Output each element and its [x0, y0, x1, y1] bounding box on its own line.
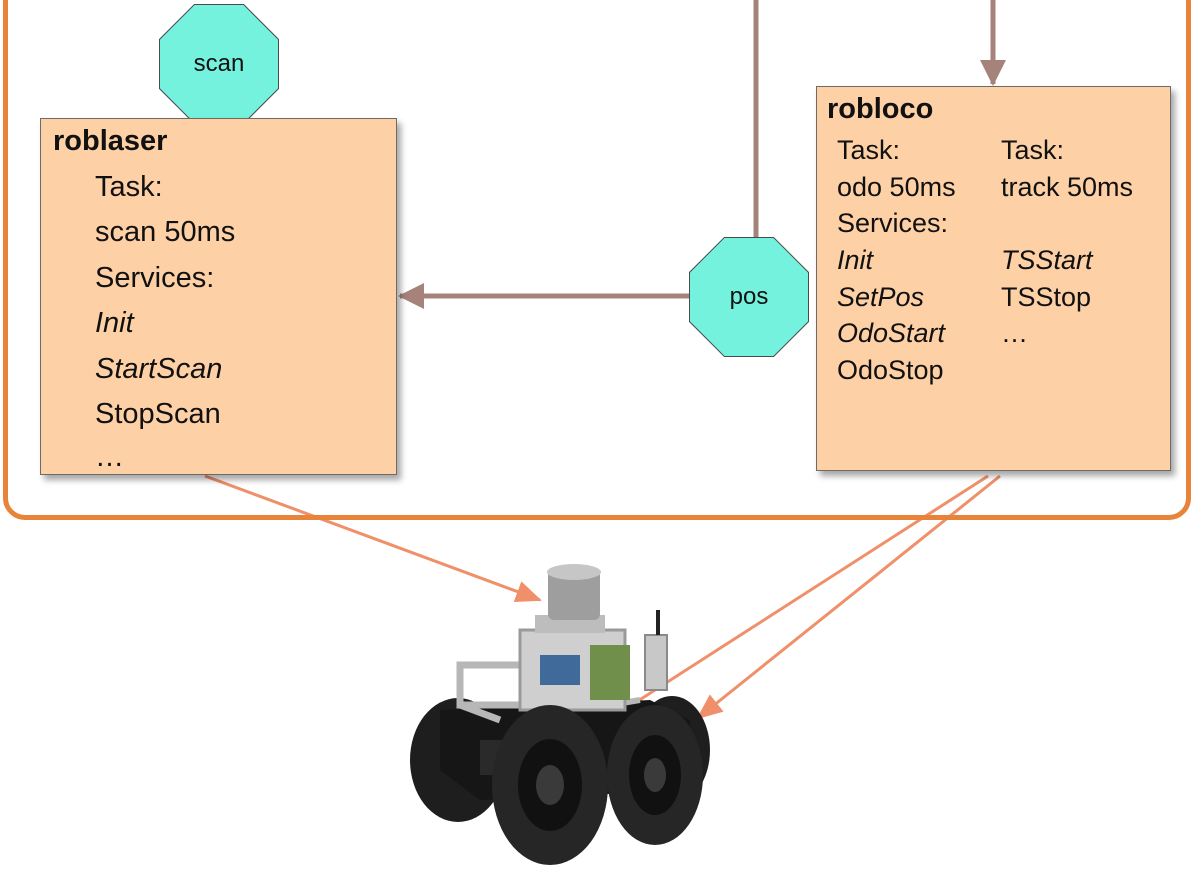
robloco-service-odostart: OdoStart — [837, 318, 946, 348]
roblaser-to-laser-arrow — [204, 474, 542, 602]
pos-port: pos — [690, 238, 808, 356]
robloco-task-label-1: Task: — [837, 135, 901, 165]
robloco-service-setpos: SetPos — [837, 282, 925, 312]
roblaser-module: roblaser Task: scan 50ms Services: Init … — [40, 118, 397, 475]
roblaser-services-label: Services: — [95, 262, 215, 294]
robot-rover-icon — [410, 564, 710, 865]
scan-port: scan — [160, 5, 278, 123]
roblaser-ellipsis: … — [95, 441, 124, 473]
roblaser-service-stopscan: StopScan — [95, 398, 221, 430]
roblaser-service-init: Init — [95, 307, 134, 339]
roblaser-task-value: scan 50ms — [95, 216, 236, 248]
robloco-service-odostop: OdoStop — [837, 355, 944, 385]
robloco-service-init: Init — [837, 245, 874, 275]
software-frame — [3, 0, 1191, 520]
roblaser-service-startscan: StartScan — [95, 353, 223, 385]
robloco-task-value-2: track 50ms — [1001, 172, 1134, 202]
robloco-service-tsstop: TSStop — [1001, 282, 1092, 312]
robloco-ellipsis: … — [1001, 318, 1028, 348]
roblaser-task-label: Task: — [95, 171, 163, 203]
scan-port-label: scan — [193, 50, 245, 77]
robloco-task-value-1: odo 50ms — [837, 172, 956, 202]
robloco-service-tsstart: TSStart — [1001, 245, 1093, 275]
robloco-task-label-2: Task: — [1001, 135, 1065, 165]
robloco-module: robloco Task: odo 50ms Services: Init Se… — [816, 86, 1171, 471]
robloco-services-label: Services: — [837, 208, 949, 238]
roblaser-title: roblaser — [53, 125, 168, 157]
pos-port-label: pos — [729, 283, 769, 310]
robloco-title: robloco — [827, 93, 934, 125]
